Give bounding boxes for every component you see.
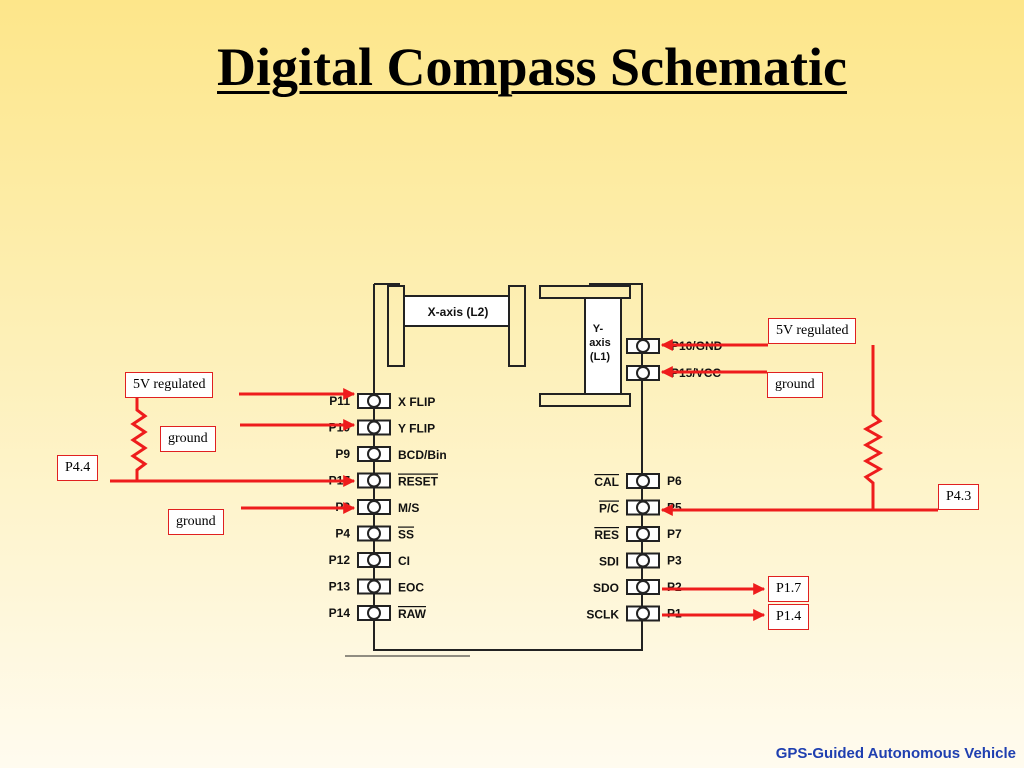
left-pin-signal: CI (398, 554, 410, 568)
compass-chip (345, 283, 643, 657)
left-pin-signal: EOC (398, 581, 424, 595)
left-pin-signal: RESET (398, 475, 439, 489)
left-pin-number: P11 (329, 394, 350, 408)
label-right-p4-3: P4.3 (938, 484, 980, 510)
right-pin-signal: SDO (593, 581, 619, 595)
right-pin-number: P3 (667, 554, 682, 568)
left-pin-pad (357, 578, 391, 595)
left-pin-number: P4 (335, 527, 350, 541)
label-left-5v-regulated: 5V regulated (125, 372, 214, 398)
left-pin-pad (357, 446, 391, 462)
right-pin-number: P7 (667, 527, 682, 541)
left-pin-signal: X FLIP (398, 395, 435, 409)
left-pin-number: P14 (329, 606, 351, 620)
right-pin-pad (626, 605, 660, 622)
slide-title: Digital Compass Schematic (217, 37, 847, 97)
right-pin-pad (626, 552, 660, 569)
left-resistor (130, 398, 148, 481)
label-right-p1-7: P1.7 (768, 576, 810, 602)
label-right-5v-regulated: 5V regulated (768, 318, 857, 344)
left-pin-pad (357, 472, 391, 489)
y-axis-label: Y- axis (L1) (589, 323, 610, 363)
right-pin-signal: CAL (594, 475, 619, 489)
left-pin-pad (357, 605, 391, 621)
left-pin-signal: BCD/Bin (398, 448, 447, 462)
right-pin-number: P6 (667, 474, 682, 488)
footer-caption: GPS-Guided Autonomous Vehicle (775, 745, 1016, 762)
right-pin-number: P2 (667, 580, 682, 594)
right-pin-number: P5 (667, 501, 682, 515)
y-axis-label-line: (L1) (590, 351, 611, 363)
label-right-ground: ground (767, 372, 823, 398)
left-pin-pad (357, 525, 391, 542)
wire-layer (110, 339, 938, 621)
right-pin-pad (626, 526, 660, 542)
left-pin-pad (357, 393, 391, 409)
label-left-p4-4: P4.4 (57, 455, 99, 481)
left-pin-number: P12 (329, 553, 351, 567)
left-pin-number: P13 (329, 580, 351, 594)
top-right-pin-pad (626, 365, 660, 381)
right-pin-signal: P/C (599, 502, 619, 516)
left-pin-pad (357, 499, 391, 515)
left-pin-number: P9 (335, 447, 350, 461)
y-axis-coil (539, 285, 631, 407)
label-right-p1-4: P1.4 (768, 604, 810, 630)
y-axis-label-line: axis (589, 337, 610, 349)
right-pin-pad (626, 473, 660, 489)
right-pin-signal: SDI (599, 555, 619, 569)
y-axis-label-line: Y- (593, 323, 604, 335)
right-pin-pad (626, 499, 660, 516)
x-axis-coil (387, 285, 526, 367)
top-right-pin-pad (626, 338, 660, 354)
left-pin-pad (357, 552, 391, 568)
left-pin-number: P10 (329, 421, 351, 435)
left-pin-signal: Y FLIP (398, 422, 435, 436)
label-left-ground-1: ground (160, 426, 216, 452)
left-pin-signal: M/S (398, 501, 419, 515)
right-pin-signal: SCLK (586, 608, 619, 622)
left-pin-signal: SS (398, 528, 414, 542)
left-pin-pad (357, 419, 391, 436)
left-pin-signal: RAW (398, 607, 427, 621)
right-resistor (862, 345, 884, 510)
label-left-ground-2: ground (168, 509, 224, 535)
right-pin-pad (626, 579, 660, 595)
x-axis-label: X-axis (L2) (428, 305, 489, 319)
right-pin-signal: RES (594, 528, 619, 542)
